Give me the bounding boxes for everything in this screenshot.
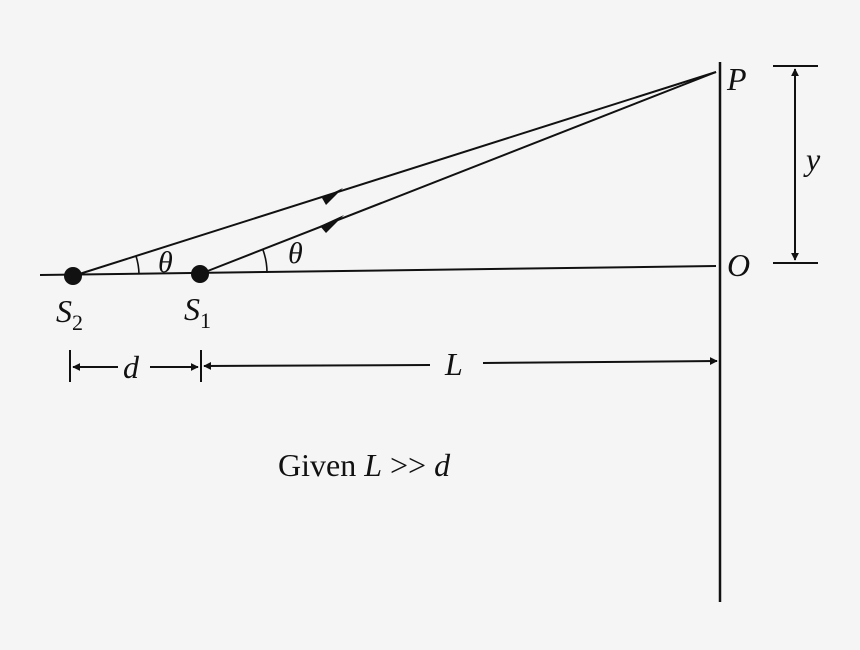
point-p-label: P bbox=[726, 61, 747, 97]
ray-arrow-upper bbox=[322, 188, 343, 205]
angle-arc-s2 bbox=[135, 255, 140, 275]
angle-label-s1: θ bbox=[288, 237, 303, 270]
caption-prefix: Given bbox=[278, 447, 364, 483]
caption-rhs: d bbox=[434, 447, 451, 483]
ray-arrow-lower bbox=[320, 215, 344, 233]
d-label: d bbox=[123, 349, 140, 385]
l-label: L bbox=[444, 346, 463, 382]
source-s2-dot bbox=[64, 267, 82, 285]
source-s2-subscript: 2 bbox=[72, 310, 83, 335]
caption: Given L >> d bbox=[278, 447, 451, 483]
ray-s1-to-p bbox=[199, 71, 717, 275]
l-arrow-left bbox=[203, 361, 431, 370]
ray-s2-to-p bbox=[72, 71, 717, 277]
angle-arc-s1 bbox=[262, 249, 268, 274]
point-o-label: O bbox=[727, 247, 750, 283]
source-s1-dot bbox=[191, 265, 209, 283]
source-s1-label: S1 bbox=[184, 291, 211, 333]
caption-lhs: L bbox=[363, 447, 382, 483]
angle-label-s2: θ bbox=[158, 246, 173, 279]
l-arrow-right bbox=[482, 357, 718, 366]
axis-line bbox=[39, 265, 717, 276]
y-label: y bbox=[803, 141, 821, 177]
caption-relation: >> bbox=[382, 447, 434, 483]
source-s1-subscript: 1 bbox=[200, 308, 211, 333]
source-s2-label: S2 bbox=[56, 293, 83, 335]
